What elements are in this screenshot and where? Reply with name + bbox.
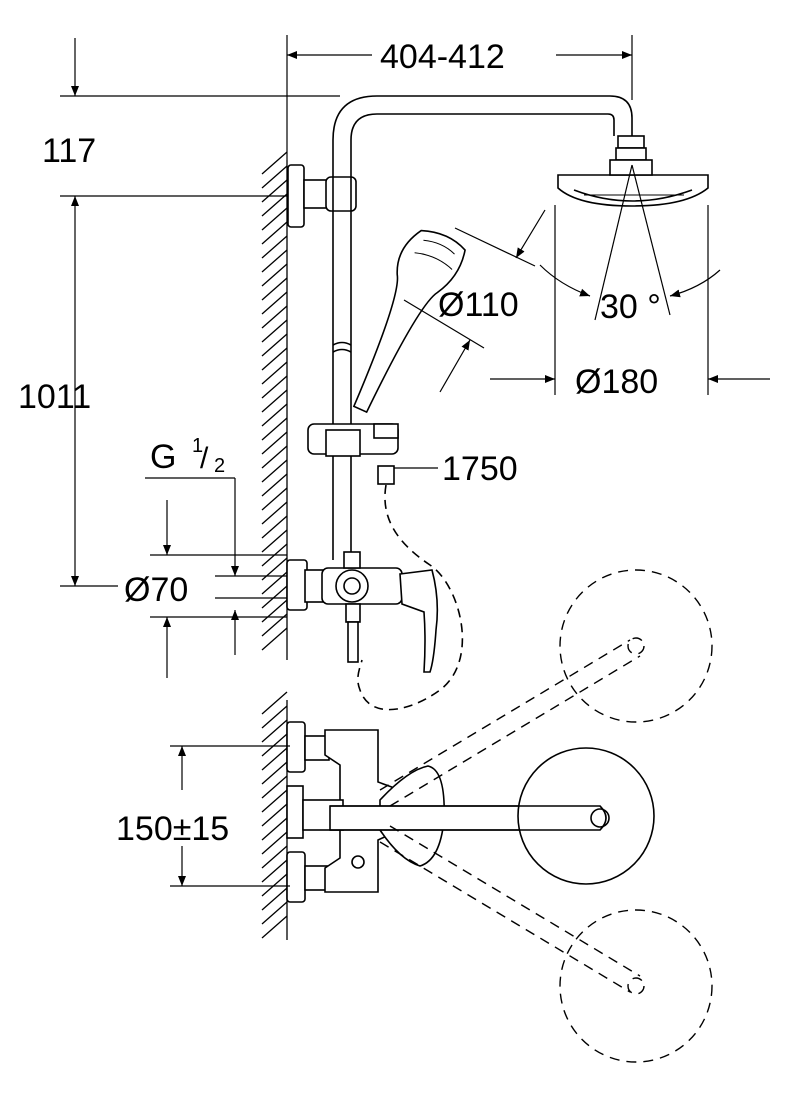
top-wall-bracket — [287, 164, 305, 228]
wall-hatch-line — [261, 761, 288, 785]
inlet-spacing-label: 150±15 — [116, 810, 229, 848]
dimension-labels: 404-412 117 1011 G 1 / 2 Ø70 Ø110 30 ° Ø… — [18, 38, 661, 848]
wall-hatch-line — [261, 571, 288, 595]
wall-hatch-line — [261, 733, 288, 757]
head-top-view — [517, 747, 655, 885]
wall-hatch-line — [261, 691, 288, 715]
wall-hatch-line — [261, 165, 288, 189]
thread-slash: / — [200, 442, 209, 475]
thread-numerator-label: 1 — [192, 435, 203, 457]
wall-hatch-line — [261, 417, 288, 441]
wall-hatch-line — [261, 319, 288, 343]
top-offset-label: 117 — [42, 132, 96, 170]
wall-hatch-line — [261, 599, 288, 623]
rail-height-label: 1011 — [18, 378, 91, 416]
wall-hatch-line — [261, 235, 288, 259]
wall-hatch-line — [261, 207, 288, 231]
mixer-lever — [399, 569, 439, 673]
lower-wall — [261, 691, 288, 940]
head-shower — [557, 174, 709, 207]
wall-hatch-line — [261, 627, 288, 651]
wall-hatch-line — [261, 291, 288, 315]
wall-hatch-line — [261, 445, 288, 469]
wall-hatch-line — [261, 901, 288, 925]
wall-hatch-line — [261, 719, 288, 743]
mixer-flange — [286, 559, 308, 611]
head-shower-diameter-label: Ø180 — [575, 363, 658, 401]
wall-hatch-line — [261, 487, 288, 511]
wall-hatch-line — [261, 845, 288, 869]
wall-hatch-line — [261, 151, 288, 175]
wall-hatch-line — [261, 263, 288, 287]
wall-hatch-line — [261, 459, 288, 483]
thread-main-label: G — [150, 438, 176, 476]
wall-hatch-line — [261, 389, 288, 413]
wall-hatch-line — [261, 179, 288, 203]
flange-diameter-label: Ø70 — [124, 571, 188, 609]
wall-hatch-line — [261, 775, 288, 799]
wall-hatch-line — [261, 747, 288, 771]
wall-hatch-line — [261, 277, 288, 301]
swivel-range — [379, 569, 713, 1063]
hand-shower-diameter-label: Ø110 — [438, 286, 519, 324]
shower-column — [286, 95, 709, 711]
wall-hatch-line — [261, 501, 288, 525]
shower-arm — [332, 95, 633, 141]
wall-hatch-line — [261, 873, 288, 897]
wall-hatch-line — [261, 705, 288, 729]
wall-hatch-line — [261, 613, 288, 637]
wall-hatch-line — [261, 361, 288, 385]
wall-hatch-line — [261, 831, 288, 855]
hand-shower — [352, 229, 466, 414]
wall-hatch-line — [261, 347, 288, 371]
wall-hatch-line — [261, 557, 288, 581]
thread-denominator-label: 2 — [214, 455, 225, 477]
top-view — [286, 569, 713, 1063]
wall-hatch-line — [261, 515, 288, 539]
wall-hatch-line — [261, 473, 288, 497]
wall-hatch-line — [261, 915, 288, 939]
wall-hatch-line — [261, 585, 288, 609]
spray-angle-label: 30 ° — [600, 288, 661, 326]
upper-wall — [261, 151, 288, 660]
wall-hatch-line — [261, 193, 288, 217]
dimension-lines — [60, 35, 770, 887]
wall-hatch-line — [261, 403, 288, 427]
wall-hatch-line — [261, 333, 288, 357]
wall-hatch-line — [261, 817, 288, 841]
arm-reach-label: 404-412 — [380, 38, 505, 76]
wall-hatch-line — [261, 221, 288, 245]
hose-length-label: 1750 — [442, 450, 518, 488]
wall-hatch-line — [261, 375, 288, 399]
wall-hatch-line — [261, 803, 288, 827]
wall-hatch-line — [261, 789, 288, 813]
wall-hatch-line — [261, 249, 288, 273]
shower-hose — [357, 484, 464, 711]
wall-hatch-line — [261, 305, 288, 329]
wall-hatch-line — [261, 887, 288, 911]
wall-hatch-line — [261, 859, 288, 883]
wall-hatch-line — [261, 431, 288, 455]
wall-hatch-line — [261, 529, 288, 553]
